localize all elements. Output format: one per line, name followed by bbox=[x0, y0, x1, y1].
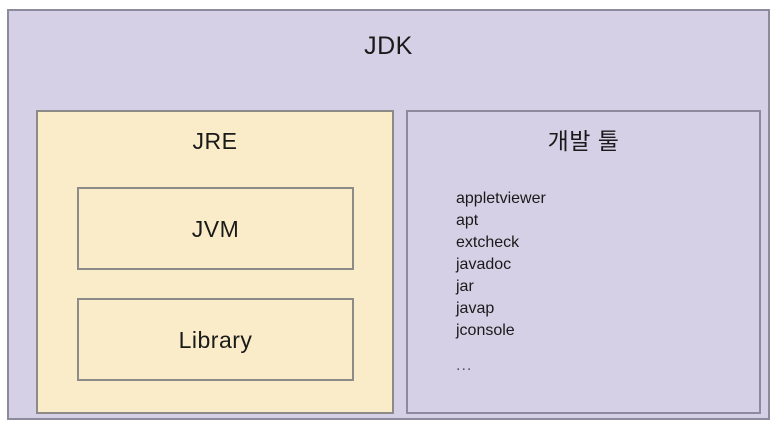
dev-tools-list: appletviewer apt extcheck javadoc jar ja… bbox=[456, 188, 546, 342]
list-item: extcheck bbox=[456, 234, 520, 251]
jvm-box: JVM bbox=[77, 187, 354, 270]
jdk-title: JDK bbox=[364, 32, 413, 60]
library-label: Library bbox=[178, 326, 253, 353]
dev-tools-container: 개발 툴 appletviewer apt extcheck javadoc j… bbox=[406, 110, 761, 414]
list-item: appletviewer bbox=[456, 190, 546, 207]
list-item: apt bbox=[456, 212, 479, 229]
list-item: javap bbox=[456, 300, 495, 317]
library-box: Library bbox=[77, 298, 354, 381]
list-item: jconsole bbox=[456, 322, 515, 339]
list-item: jar bbox=[456, 278, 474, 295]
dev-tools-ellipsis: ... bbox=[456, 357, 473, 374]
jdk-container: JDK JRE JVM Library 개발 툴 appletviewer ap… bbox=[7, 9, 770, 420]
dev-tools-title: 개발 툴 bbox=[547, 128, 620, 154]
list-item: javadoc bbox=[456, 256, 512, 273]
jre-container: JRE JVM Library bbox=[36, 110, 394, 414]
jre-title: JRE bbox=[192, 128, 238, 154]
jvm-label: JVM bbox=[191, 215, 240, 242]
